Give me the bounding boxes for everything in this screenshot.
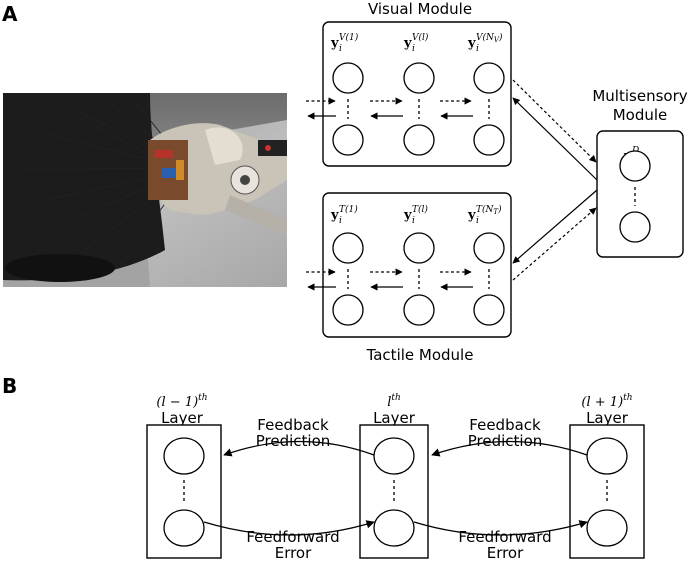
layer-left-header: (l − 1)th Layer (156, 393, 207, 427)
tactile-node-1-bottom (332, 294, 364, 326)
tactile-unit-label-1: y i T(1) (330, 204, 358, 226)
tactile-to-multisensory-arrow (512, 207, 597, 281)
layer-middle-node-bottom (373, 509, 415, 547)
tactile-node-nt-bottom (473, 294, 505, 326)
svg-text:Layer: Layer (586, 409, 629, 427)
layer-right-header: (l + 1)th Layer (581, 393, 632, 427)
panel-a-label: A (2, 2, 18, 26)
layer-middle-header: lth Layer (373, 393, 416, 427)
visual-unit-label-1: y i V(1) (330, 32, 359, 54)
layer-left-node-bottom (163, 509, 205, 547)
svg-text:V(NV): V(NV) (476, 32, 503, 44)
multisensory-title-line1: Multisensory (592, 87, 687, 105)
svg-text:y: y (467, 36, 476, 51)
svg-text:lth: lth (387, 393, 401, 410)
tactile-module-title: Tactile Module (366, 346, 474, 364)
visual-unit-label-nv: y i V(NV) (467, 32, 503, 54)
feedback-label-left-line2: Prediction (256, 432, 331, 450)
visual-node-l-bottom (403, 124, 435, 156)
feedback-label-right-line2: Prediction (468, 432, 543, 450)
feedforward-label-left-line1: Feedforward (246, 528, 339, 546)
svg-text:V(1): V(1) (339, 32, 359, 43)
svg-text:i: i (339, 44, 342, 54)
feedback-arrow-middle-to-left (223, 440, 375, 457)
tactile-unit-label-nt: y i T(NT) (467, 204, 502, 226)
layer-middle-node-top (373, 437, 415, 475)
feedback-arrow-right-to-middle (431, 440, 588, 457)
svg-text:(l + 1)th: (l + 1)th (581, 393, 632, 410)
visual-node-nv-bottom (473, 124, 505, 156)
feedforward-label-right-line1: Feedforward (458, 528, 551, 546)
multisensory-module-box (596, 130, 684, 258)
layer-right-node-bottom (586, 509, 628, 547)
svg-text:i: i (339, 216, 342, 226)
multisensory-node-top (619, 150, 651, 182)
tactile-unit-label-l: y i T(l) (403, 204, 428, 226)
visual-module-title: Visual Module (368, 0, 472, 18)
svg-text:i: i (412, 216, 415, 226)
svg-text:V(l): V(l) (412, 32, 429, 43)
multisensory-to-visual-arrow (512, 97, 598, 181)
visual-node-nv-top (473, 62, 505, 94)
feedback-label-right-line1: Feedback (469, 416, 541, 434)
svg-text:(l − 1)th: (l − 1)th (156, 393, 207, 410)
visual-to-multisensory-arrow (512, 79, 597, 163)
tactile-node-nt-top (473, 232, 505, 264)
feedforward-label-right-line2: Error (487, 544, 524, 562)
svg-text:i: i (476, 216, 479, 226)
multisensory-title-line2: Module (613, 106, 668, 124)
visual-node-1-bottom (332, 124, 364, 156)
feedforward-arrow-left-to-middle (203, 520, 375, 536)
svg-text:y: y (403, 36, 412, 51)
tactile-module-box (322, 192, 512, 338)
svg-text:y: y (467, 208, 476, 223)
svg-text:y: y (330, 208, 339, 223)
panel-b-label: B (2, 374, 17, 398)
visual-module-box (322, 21, 512, 167)
svg-text:T(l): T(l) (412, 204, 428, 215)
layer-left-node-top (163, 437, 205, 475)
visual-node-l-top (403, 62, 435, 94)
svg-text:y: y (330, 36, 339, 51)
svg-text:T(NT): T(NT) (476, 204, 502, 216)
svg-text:i: i (476, 44, 479, 54)
tactile-node-l-top (403, 232, 435, 264)
visual-node-1-top (332, 62, 364, 94)
tactile-node-l-bottom (403, 294, 435, 326)
svg-text:Layer: Layer (373, 409, 416, 427)
svg-text:Layer: Layer (161, 409, 204, 427)
tactile-node-1-top (332, 232, 364, 264)
feedforward-arrow-middle-to-right (413, 520, 588, 536)
feedforward-label-left-line2: Error (275, 544, 312, 562)
multisensory-node-bottom (619, 211, 651, 243)
robot-hand-photo (3, 93, 287, 287)
feedback-label-left-line1: Feedback (257, 416, 329, 434)
multisensory-to-tactile-arrow (512, 189, 598, 264)
svg-text:i: i (412, 44, 415, 54)
svg-text:T(1): T(1) (339, 204, 358, 215)
visual-unit-label-l: y i V(l) (403, 32, 429, 54)
layer-right-node-top (586, 437, 628, 475)
svg-text:y: y (403, 208, 412, 223)
